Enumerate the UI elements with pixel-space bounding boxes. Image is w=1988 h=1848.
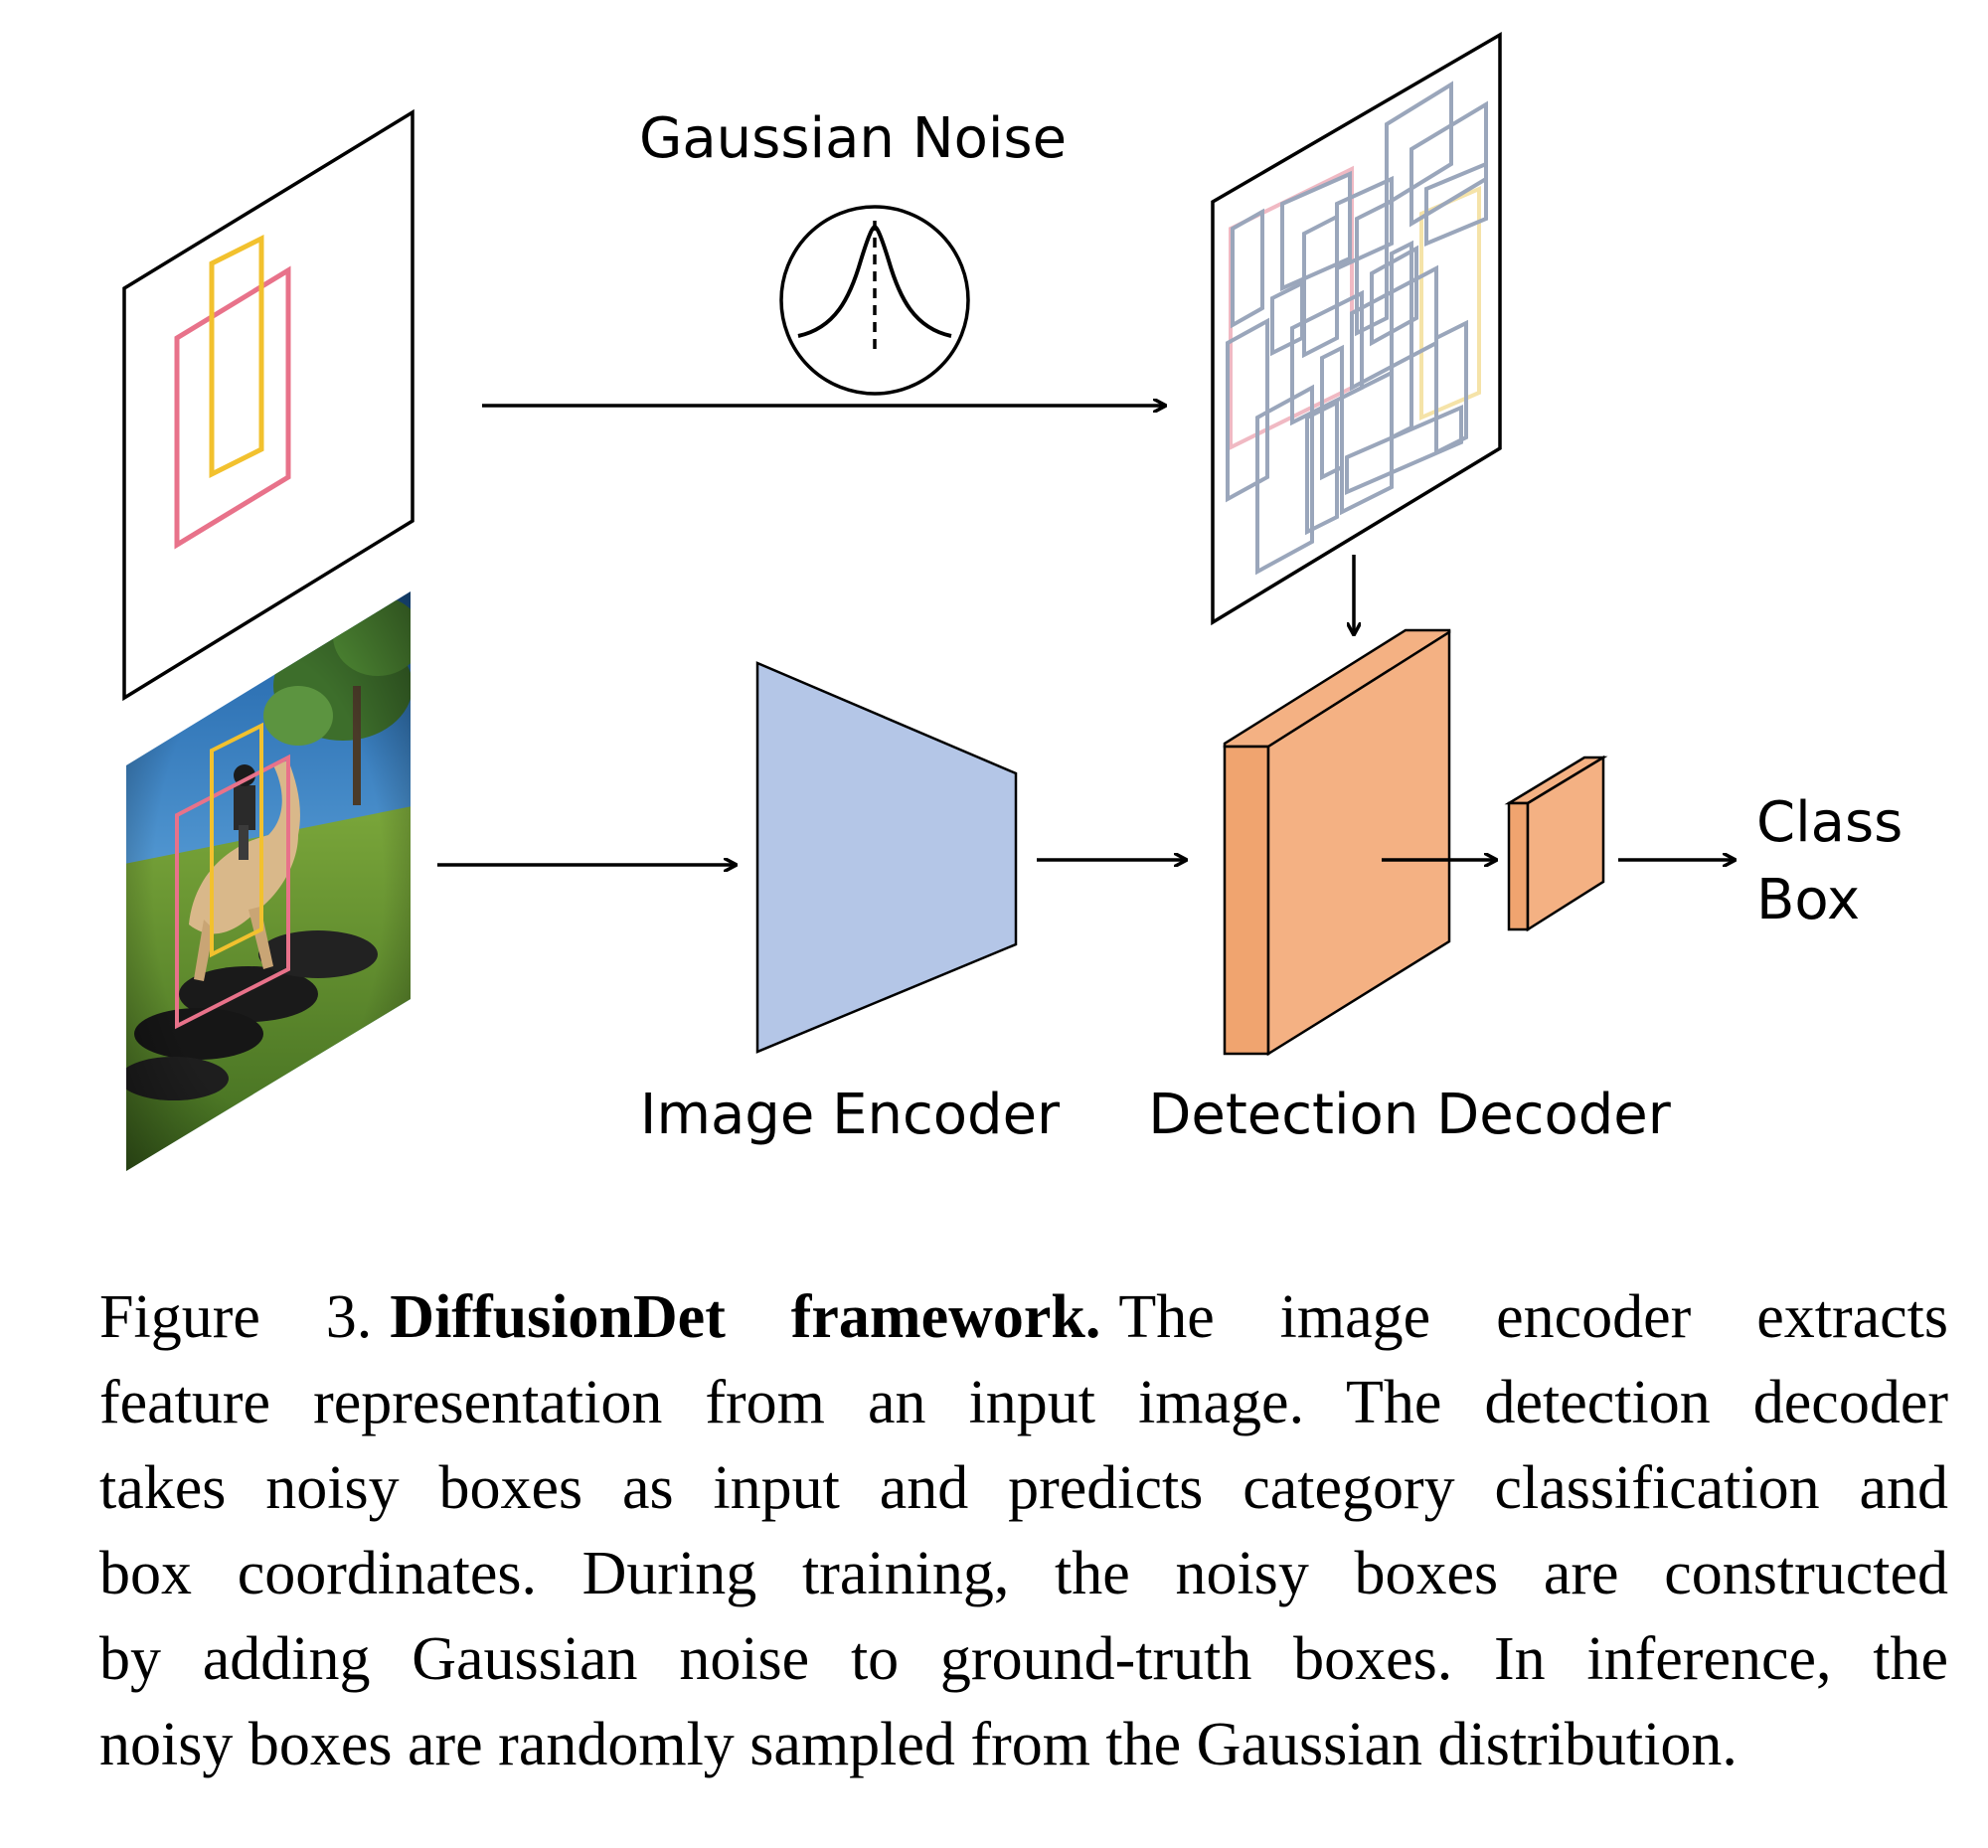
detection-decoder-block xyxy=(1223,628,1451,1057)
noisy-plane-frame xyxy=(1211,31,1502,626)
output-class-label: Class xyxy=(1756,790,1903,855)
image-pink-box xyxy=(175,754,290,1030)
caption-line-1-text: The image encoder extracts xyxy=(1118,1283,1948,1351)
image-encoder-label: Image Encoder xyxy=(640,1083,1061,1147)
input-image xyxy=(126,591,411,1171)
caption-line-5: by adding Gaussian noise to ground-truth… xyxy=(99,1625,1948,1693)
ground-truth-boxes-plane xyxy=(122,108,414,702)
gt-box-yellow xyxy=(209,234,264,479)
gaussian-noise-label: Gaussian Noise xyxy=(639,106,1067,171)
horse-rider-photo xyxy=(126,591,411,1171)
caption-line-3: takes noisy boxes as input and predicts … xyxy=(99,1454,1948,1522)
caption-line-2: feature representation from an input ima… xyxy=(99,1369,1948,1436)
image-yellow-box xyxy=(210,722,263,958)
noisy-boxes xyxy=(1226,81,1488,576)
gt-plane-frame xyxy=(122,108,414,702)
figure-number: Figure 3. xyxy=(99,1283,373,1351)
caption-line-1: Figure 3.DiffusionDet framework.The imag… xyxy=(99,1274,1948,1360)
detection-decoder-label: Detection Decoder xyxy=(1148,1083,1671,1147)
caption-line-4: box coordinates. During training, the no… xyxy=(99,1540,1948,1607)
gaussian-curve-icon xyxy=(779,205,970,396)
gt-box-pink xyxy=(174,265,291,550)
image-encoder-block xyxy=(755,661,1018,1054)
output-box-label: Box xyxy=(1756,868,1860,932)
figure-title: DiffusionDet framework. xyxy=(390,1283,1101,1351)
prediction-head-block xyxy=(1504,755,1608,932)
figure-caption: Figure 3.DiffusionDet framework.The imag… xyxy=(99,1274,1948,1787)
noisy-boxes-plane xyxy=(1211,31,1502,626)
caption-line-6: noisy boxes are randomly sampled from th… xyxy=(99,1711,1738,1778)
